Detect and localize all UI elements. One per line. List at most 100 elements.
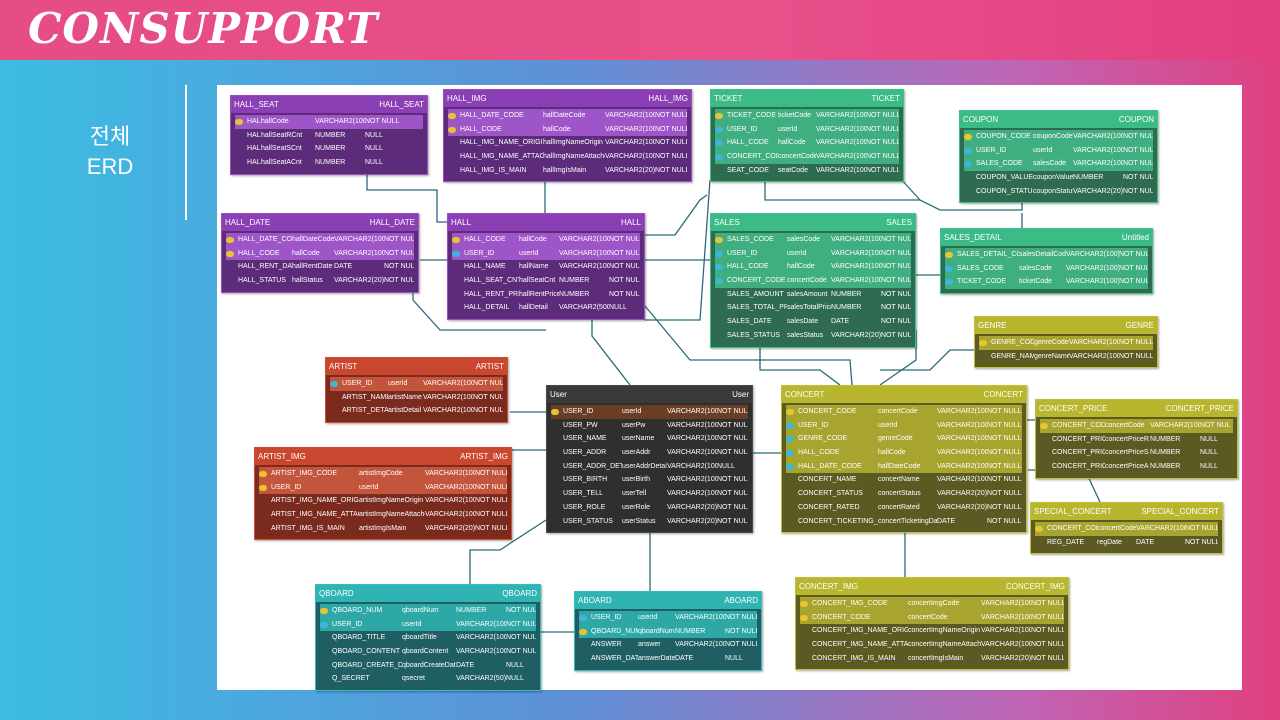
column-row[interactable]: CONCERT_IMG_NAME_ATTACHEDconcertImgNameA… <box>800 638 1064 652</box>
column-row[interactable]: HALL_DATE_CODEhallDateCodeVARCHAR2(100)N… <box>226 233 414 247</box>
column-row[interactable]: CONCERT_CODEconcertCodeVARCHAR2(100)NOT … <box>1035 522 1218 536</box>
column-row[interactable]: CONCERT_PRICE_AconcertPriceANUMBERNULL <box>1040 460 1233 474</box>
column-row[interactable]: QBOARD_CREATE_DATEqboardCreateDateDATENU… <box>320 659 536 673</box>
column-row[interactable]: HALL_RENT_DATEhallRentDateDATENOT NULL <box>226 260 414 274</box>
column-row[interactable]: CONCERT_PRICE_RconcertPriceRNUMBERNULL <box>1040 433 1233 447</box>
column-row[interactable]: CONCERT_TICKETING_DATEconcertTicketingDa… <box>786 515 1022 529</box>
column-row[interactable]: GENRE_NAMEgenreNameVARCHAR2(100)NOT NULL <box>979 350 1153 364</box>
table-hall-seat[interactable]: HALL_SEATHALL_SEATHALL_CODEhallCodeVARCH… <box>230 95 428 175</box>
column-row[interactable]: ARTIST_DETAILartistDetailVARCHAR2(100)NO… <box>330 404 503 418</box>
column-row[interactable]: ANSWER_DATEanswerDateDATENULL <box>579 652 757 666</box>
table-genre[interactable]: GENREGENREGENRE_CODEgenreCodeVARCHAR2(10… <box>974 316 1158 369</box>
column-row[interactable]: HALL_SEAT_R_CNThallSeatRCntNUMBERNULL <box>235 129 423 143</box>
column-row[interactable]: USER_ADDR_DETAILuserAddrDetailVARCHAR2(1… <box>551 460 748 474</box>
column-row[interactable]: SALES_TOTAL_PRICEsalesTotalPriceNUMBERNO… <box>715 301 911 315</box>
column-row[interactable]: HALL_SEAT_A_CNThallSeatACntNUMBERNULL <box>235 156 423 170</box>
column-row[interactable]: SALES_DETAIL_CODEsalesDetailCodeVARCHAR2… <box>945 248 1148 262</box>
column-row[interactable]: HALL_RENT_PRICEhallRentPriceNUMBERNOT NU… <box>452 288 640 302</box>
column-row[interactable]: HALL_IMG_NAME_ATTACHEDhallImgNameAttache… <box>448 150 687 164</box>
column-row[interactable]: CONCERT_CODEconcertCodeVARCHAR2(100)NOT … <box>715 150 899 164</box>
column-row[interactable]: HALL_SEAT_S_CNThallSeatSCntNUMBERNULL <box>235 142 423 156</box>
column-row[interactable]: ARTIST_IMG_NAME_ATTACHEDartistImgNameAtt… <box>259 508 507 522</box>
